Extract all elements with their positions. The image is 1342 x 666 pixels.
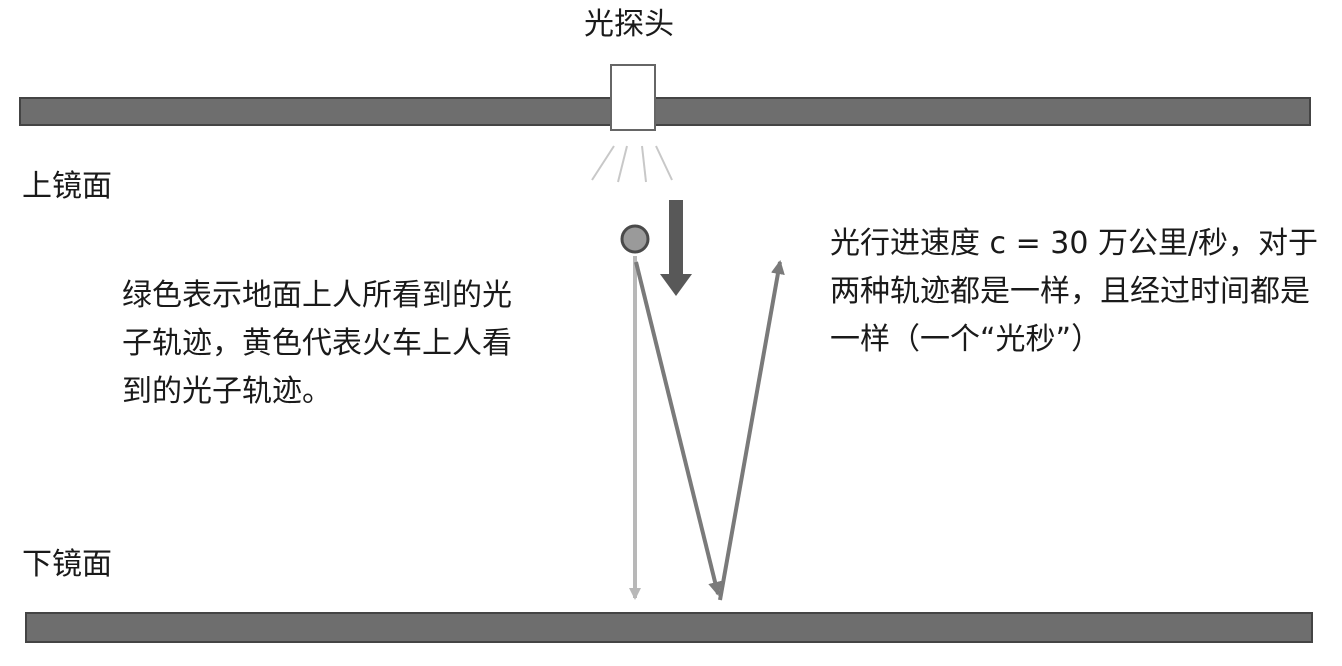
detector-label: 光探头	[584, 7, 674, 42]
upper-mirror	[19, 97, 1311, 126]
lower-mirror	[25, 612, 1313, 643]
left-explanation: 绿色表示地面上人所看到的光子轨迹，黄色代表火车上人看到的光子轨迹。	[122, 278, 512, 409]
right-explanation: 光行进速度 c = 30 万公里/秒，对于两种轨迹都是一样，且经过时间都是一样（…	[830, 226, 1319, 357]
train-observer-path-down	[634, 261, 722, 596]
detector-rays	[591, 145, 673, 183]
photon-icon	[620, 224, 650, 254]
down-arrow-icon	[660, 200, 692, 296]
detector-box	[610, 64, 656, 131]
train-observer-path-up	[718, 260, 785, 601]
upper-mirror-label: 上镜面	[22, 169, 112, 204]
lower-mirror-label: 下镜面	[22, 547, 112, 582]
